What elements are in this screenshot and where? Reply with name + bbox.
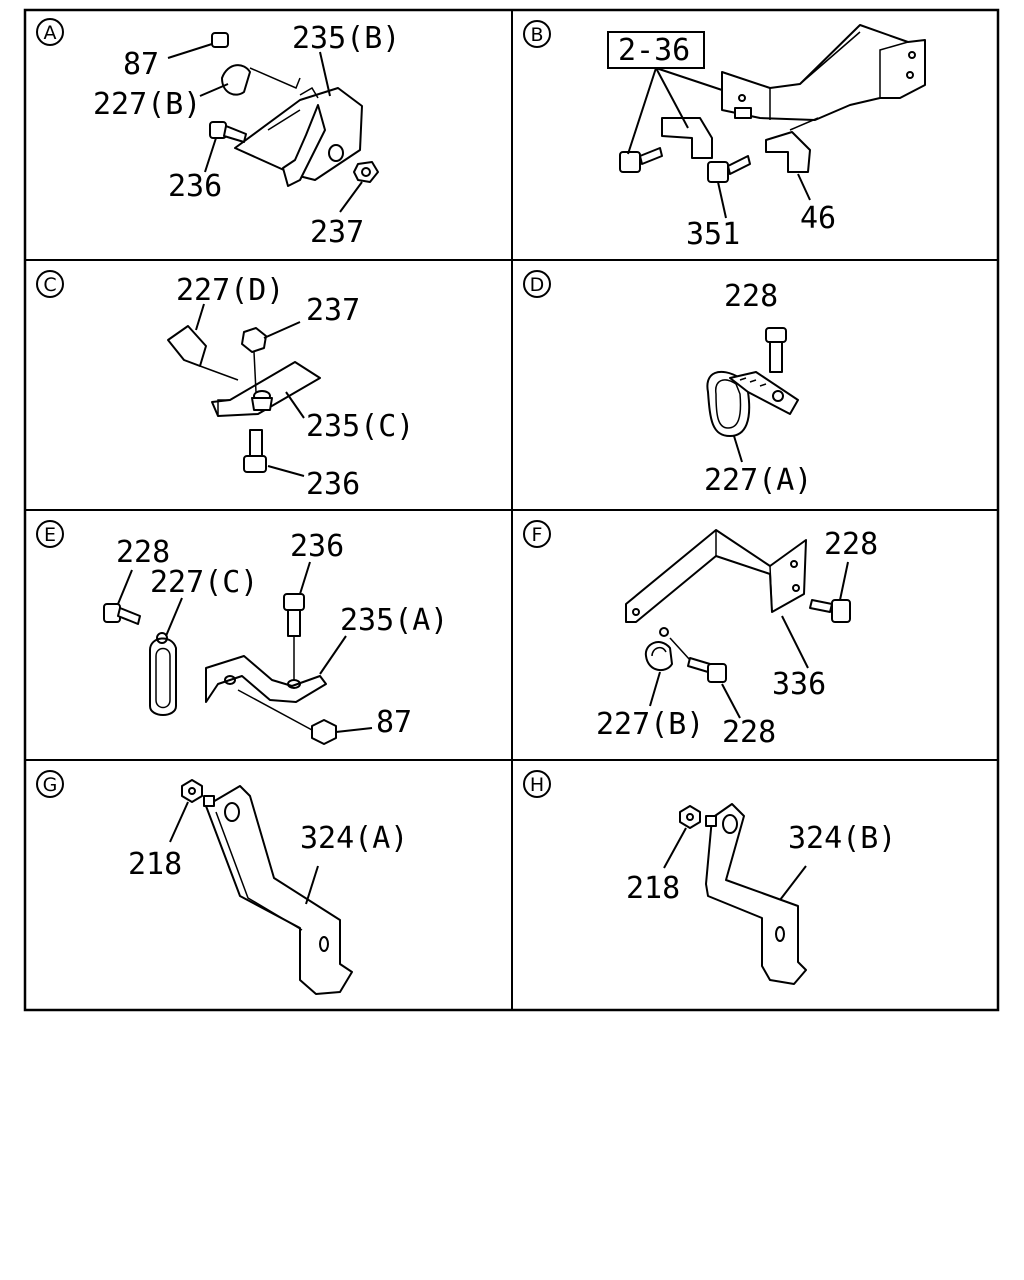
bracket-235b-drawing	[234, 86, 363, 187]
label-227a: 227(A)	[704, 463, 812, 498]
clamp-227a-drawing	[706, 370, 799, 437]
label-336: 336	[772, 667, 826, 702]
leaders	[195, 303, 305, 477]
label-228: 228	[116, 535, 170, 570]
leaders	[117, 561, 373, 733]
nut-237-drawing	[241, 327, 267, 393]
label-228-lower: 228	[722, 715, 776, 750]
label-46: 46	[800, 201, 836, 236]
panel-letter: H	[530, 774, 544, 796]
clip-227b-drawing	[221, 64, 301, 96]
panel-h: H 218 324(B)	[523, 770, 896, 985]
leaders	[649, 561, 849, 719]
label-235c: 235(C)	[306, 409, 414, 444]
label-236: 236	[290, 529, 344, 564]
nut-237-drawing	[353, 161, 379, 183]
clip-46-drawing	[765, 117, 819, 173]
bolt-left-drawing	[619, 147, 663, 173]
leaders	[663, 827, 807, 901]
label-351: 351	[686, 217, 740, 252]
bracket-336-drawing	[625, 529, 807, 623]
panel-e: E 228	[36, 520, 448, 745]
bolt-228-upper-drawing	[809, 599, 851, 623]
label-218: 218	[128, 847, 182, 882]
label-228: 228	[724, 279, 778, 314]
nut-87-drawing	[211, 32, 229, 48]
grid-frame	[23, 8, 1000, 1012]
nut-87-drawing	[237, 689, 337, 745]
leaders	[627, 67, 811, 219]
bolt-228-lower-drawing	[669, 637, 727, 683]
panel-letter-badge: A	[36, 18, 64, 46]
label-237: 237	[310, 215, 364, 250]
panel-letter-badge: C	[36, 270, 64, 298]
panel-letter: G	[43, 774, 58, 796]
label-87: 87	[376, 705, 412, 740]
panel-letter: A	[44, 22, 57, 44]
label-236: 236	[168, 169, 222, 204]
bolt-236-drawing	[283, 593, 305, 680]
label-235a: 235(A)	[340, 603, 448, 638]
bolt-228-drawing	[103, 603, 141, 625]
bolt-228-drawing	[765, 327, 787, 373]
panel-letter: E	[44, 524, 56, 546]
panel-letter-badge: G	[36, 770, 64, 798]
label-235b: 235(B)	[292, 21, 400, 56]
panel-letter-badge: H	[523, 770, 551, 798]
label-227c: 227(C)	[150, 565, 258, 600]
label-237: 237	[306, 293, 360, 328]
panel-letter-badge: D	[523, 270, 551, 298]
label-324b: 324(B)	[788, 821, 896, 856]
panel-letter: D	[530, 274, 545, 296]
panel-letter: B	[530, 24, 543, 46]
bolt-236-drawing	[209, 121, 247, 143]
clip-227d-drawing	[167, 325, 239, 381]
clip-227b-drawing	[644, 627, 673, 672]
panel-letter-badge: E	[36, 520, 64, 548]
leaders	[167, 43, 363, 213]
label-87: 87	[123, 47, 159, 82]
label-218: 218	[626, 871, 680, 906]
panel-letter: C	[43, 274, 56, 296]
bracket-235c-drawing	[211, 361, 321, 417]
leaders	[733, 435, 743, 463]
panel-d: D 228 227(A)	[523, 270, 812, 498]
label-228-upper: 228	[824, 527, 878, 562]
label-236: 236	[306, 467, 360, 502]
panel-c: C 227(D) 237 235(C) 236	[36, 270, 414, 502]
leaders	[169, 801, 319, 905]
label-227b: 227(B)	[596, 707, 704, 742]
panel-letter: F	[532, 524, 543, 546]
panel-a: A 87 235(B)	[36, 18, 400, 250]
panel-letter-badge: B	[523, 20, 551, 48]
clip-drawing	[661, 117, 713, 159]
label-324a: 324(A)	[300, 821, 408, 856]
bolt-236-drawing	[243, 429, 267, 473]
nut-218-drawing	[181, 779, 215, 807]
bolt-351-drawing	[707, 155, 751, 183]
bracket-drawing	[721, 24, 926, 121]
label-ref-2-36: 2-36	[618, 33, 690, 68]
panel-b: B 2-36	[523, 20, 926, 252]
bracket-235a-drawing	[205, 655, 327, 703]
label-227b: 227(B)	[93, 87, 201, 122]
clip-227c-drawing	[149, 632, 177, 716]
bracket-324a-drawing	[205, 785, 353, 995]
nut-218-drawing	[679, 805, 717, 829]
panel-f: F 228 336 227(	[523, 520, 878, 750]
label-227d: 227(D)	[176, 273, 284, 308]
bracket-324b-drawing	[705, 803, 807, 985]
panel-g: G 218 324(A)	[36, 770, 408, 995]
ref-box-2-36: 2-36	[607, 31, 705, 69]
panel-letter-badge: F	[523, 520, 551, 548]
